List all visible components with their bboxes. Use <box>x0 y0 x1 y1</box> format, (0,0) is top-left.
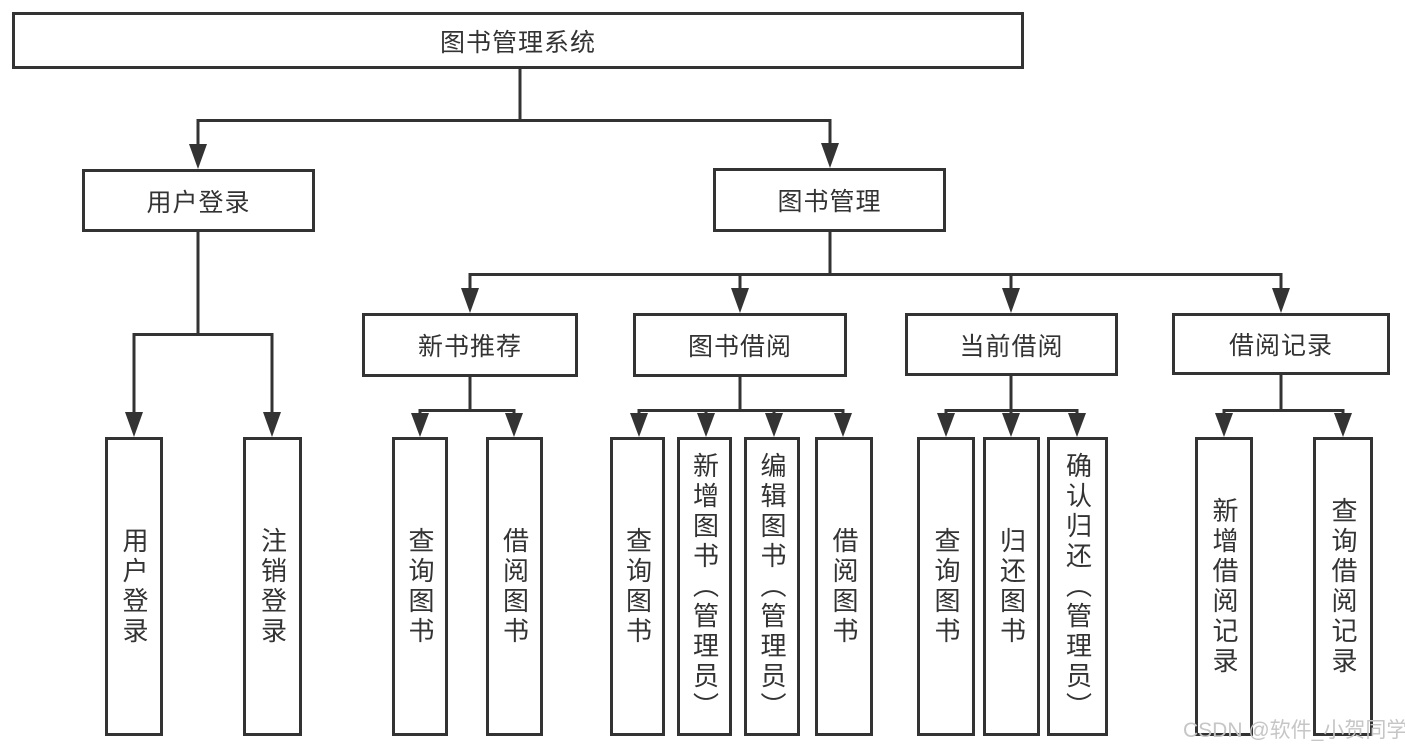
node-book-management-label: 图书管理 <box>777 188 882 216</box>
leaf-logout-label: 注销登录 <box>257 526 288 647</box>
leaf-borrow-books-1: 借阅图书 <box>486 437 543 736</box>
leaf-query-borrow-record-label: 查询借阅记录 <box>1328 496 1358 677</box>
node-book-management: 图书管理 <box>713 168 946 232</box>
leaf-borrow-books-2-label: 借阅图书 <box>829 526 859 647</box>
leaf-borrow-books-2: 借阅图书 <box>815 437 873 736</box>
leaf-query-books-3: 查询图书 <box>917 437 975 736</box>
leaf-confirm-return-admin-label: 确认归还（管理员） <box>1062 451 1093 722</box>
node-current-borrow: 当前借阅 <box>905 313 1118 376</box>
node-new-book-recommend-label: 新书推荐 <box>417 333 522 361</box>
leaf-edit-book-admin: 编辑图书（管理员） <box>744 437 800 736</box>
node-current-borrow-label: 当前借阅 <box>959 332 1064 361</box>
node-borrow-records: 借阅记录 <box>1172 313 1390 375</box>
leaf-query-books-2: 查询图书 <box>610 437 665 736</box>
leaf-add-book-admin-label: 新增图书（管理员） <box>689 451 720 722</box>
node-user-login: 用户登录 <box>82 169 315 232</box>
leaf-confirm-return-admin: 确认归还（管理员） <box>1047 437 1108 736</box>
leaf-query-books-3-label: 查询图书 <box>931 526 961 647</box>
leaf-logout: 注销登录 <box>243 437 302 736</box>
leaf-borrow-books-1-label: 借阅图书 <box>499 526 530 647</box>
node-new-book-recommend: 新书推荐 <box>362 313 578 377</box>
leaf-query-books-1-label: 查询图书 <box>405 526 435 647</box>
node-user-login-label: 用户登录 <box>146 188 251 217</box>
node-root: 图书管理系统 <box>12 12 1024 69</box>
leaf-add-borrow-record-label: 新增借阅记录 <box>1209 496 1239 677</box>
node-book-borrow: 图书借阅 <box>633 313 847 377</box>
leaf-user-login-label: 用户登录 <box>119 526 149 647</box>
node-borrow-records-label: 借阅记录 <box>1228 332 1333 360</box>
leaf-user-login: 用户登录 <box>105 437 163 736</box>
leaf-return-book-label: 归还图书 <box>996 526 1027 647</box>
leaf-add-borrow-record: 新增借阅记录 <box>1195 437 1253 736</box>
csdn-watermark: CSDN @软件_小贺同学 <box>1183 719 1405 742</box>
leaf-query-books-2-label: 查询图书 <box>622 526 653 647</box>
leaf-edit-book-admin-label: 编辑图书（管理员） <box>757 451 787 722</box>
leaf-query-borrow-record: 查询借阅记录 <box>1313 437 1373 736</box>
leaf-add-book-admin: 新增图书（管理员） <box>677 437 732 736</box>
leaf-query-books-1: 查询图书 <box>392 437 448 736</box>
node-root-label: 图书管理系统 <box>439 28 596 57</box>
node-book-borrow-label: 图书借阅 <box>687 333 792 361</box>
leaf-return-book: 归还图书 <box>983 437 1040 736</box>
